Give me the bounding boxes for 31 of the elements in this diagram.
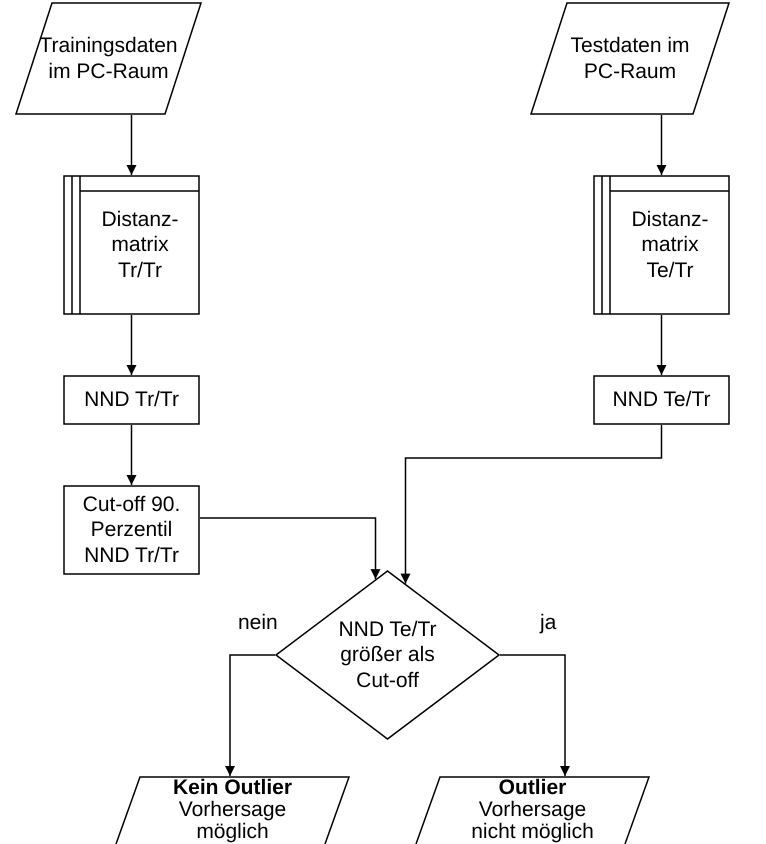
arrow <box>126 315 136 375</box>
node-text: NND Te/Tr <box>612 387 710 413</box>
data-parallelogram <box>415 776 650 844</box>
node-text: Vorhersage nicht möglich <box>470 799 595 844</box>
node-text: Cut-off 90. Perzentil NND Tr/Tr <box>82 492 182 568</box>
subprocess-box <box>593 175 730 315</box>
result-heading: Outlier <box>498 777 566 800</box>
arrow <box>225 654 275 776</box>
result-heading: Kein Outlier <box>172 777 292 800</box>
arrow <box>200 517 380 580</box>
arrow <box>656 315 666 375</box>
arrow <box>126 425 136 485</box>
data-parallelogram <box>15 2 202 115</box>
node-text: NND Te/Tr größer als Cut-off <box>337 617 438 693</box>
node-text: Distanz- matrix Tr/Tr <box>100 207 180 283</box>
decision-diamond <box>275 570 500 740</box>
node-text: Distanz- matrix Te/Tr <box>630 207 710 283</box>
node-text: Vorhersage möglich <box>178 799 288 844</box>
subprocess-box <box>63 175 200 315</box>
data-parallelogram <box>115 776 350 844</box>
process-box <box>63 375 200 425</box>
process-box <box>63 485 200 575</box>
arrow <box>126 115 136 175</box>
data-parallelogram <box>530 2 730 115</box>
node-text: NND Tr/Tr <box>84 387 179 413</box>
arrow <box>656 115 666 175</box>
arrow <box>500 654 570 776</box>
node-text: Testdaten im PC-Raum <box>569 33 691 84</box>
arrow <box>400 425 662 584</box>
node-text: Trainingsdaten im PC-Raum <box>38 33 179 84</box>
process-box <box>593 375 730 425</box>
